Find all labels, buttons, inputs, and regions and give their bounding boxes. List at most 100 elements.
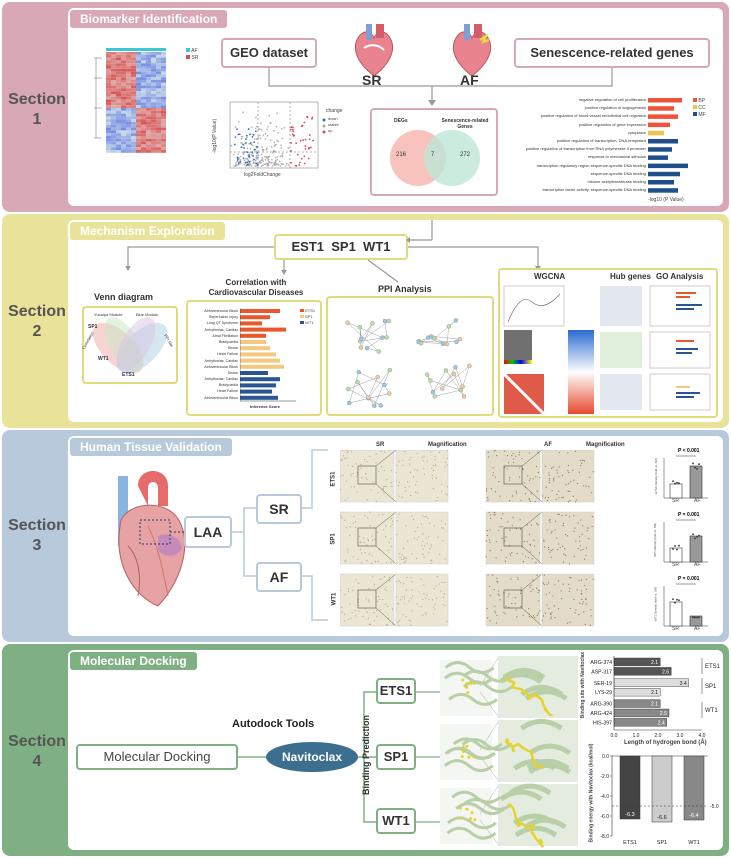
ppi-node <box>375 374 380 380</box>
ihc-stain <box>354 610 356 612</box>
energy-category-label: SP1 <box>657 840 667 846</box>
wgcna-panels <box>502 285 711 416</box>
ihc-stain <box>515 490 517 492</box>
heatmap-cell <box>151 136 156 139</box>
volcano-point-down <box>237 162 240 164</box>
ihc-stain <box>505 605 507 607</box>
ihc-stain <box>444 466 446 468</box>
ihc-stain <box>423 467 425 470</box>
volcano-point <box>281 153 284 155</box>
ihc-stain <box>546 604 548 606</box>
corr-rows: Atrioventricular Block Reperfusion Injur… <box>190 308 238 401</box>
ihc-stain <box>442 527 444 529</box>
volcano-point <box>249 147 252 150</box>
volcano-point-down <box>248 160 251 163</box>
ihc-stain <box>581 598 583 600</box>
ihc-stain <box>430 562 432 565</box>
volcano-point <box>251 133 254 136</box>
heatmap-cell <box>121 63 126 66</box>
ppi-node <box>347 400 352 406</box>
heatmap-cell <box>126 52 131 55</box>
heatmap-cell <box>116 80 121 83</box>
ihc-stain <box>548 472 550 474</box>
heatmap-cell <box>151 96 156 100</box>
volcano-point <box>255 116 257 119</box>
heatmap-cell <box>121 94 126 97</box>
heatmap-cell <box>141 105 146 108</box>
volcano-point <box>254 127 257 130</box>
ihc-stain <box>563 553 565 555</box>
ihc-stain <box>558 466 560 468</box>
hbond-xlabel: Length of hydrogen bond (Å) <box>624 740 707 746</box>
heatmap-cell <box>146 85 151 89</box>
volcano-xlabel: log2FoldChange <box>244 172 281 178</box>
ligand-atom <box>465 807 469 811</box>
ihc-stain <box>354 521 357 523</box>
heatmap-cell <box>116 119 121 122</box>
ihc-stain <box>578 614 580 616</box>
volcano-point <box>243 159 246 162</box>
density-point <box>694 616 696 619</box>
volcano-point <box>273 161 276 164</box>
energy-value-label: -6.4 <box>689 813 698 819</box>
ihc-stain <box>385 561 388 564</box>
volcano-point <box>264 158 267 161</box>
heatmap-cell <box>106 124 111 128</box>
heatmap-cell <box>131 113 136 117</box>
ligand-atom <box>473 818 477 822</box>
ihc-zoom-line <box>375 545 397 565</box>
heatmap-cell <box>141 141 146 145</box>
heatmap-cell <box>136 141 141 145</box>
ihc-stain <box>487 451 489 453</box>
corr-row-label: Bradycardia <box>218 383 238 388</box>
heatmap-cell <box>116 147 121 150</box>
ihc-stain <box>515 455 517 457</box>
volcano-point <box>255 138 258 140</box>
ihc-stain <box>347 588 350 590</box>
heatmap-cell <box>161 82 166 86</box>
ligand-bond <box>531 758 537 767</box>
volcano-point <box>260 153 263 156</box>
ihc-stain <box>446 450 448 452</box>
density-ylabel-2: SP1 Density (fold vs. SR) <box>652 523 657 557</box>
ihc-stain <box>486 534 489 537</box>
ihc-stain <box>366 544 368 546</box>
ihc-stain <box>487 574 489 576</box>
ligand-atom <box>461 745 465 749</box>
heatmap-cell <box>116 105 121 108</box>
ihc-stain <box>402 547 404 550</box>
ihc-stain <box>497 590 499 592</box>
volcano-point-down <box>249 133 251 136</box>
heatmap-cell <box>151 141 156 145</box>
heatmap-cell <box>151 144 156 148</box>
ihc-stain <box>426 450 428 451</box>
ihc-stain <box>390 482 392 484</box>
volcano-point <box>287 147 290 149</box>
ihc-stain <box>587 527 590 529</box>
volcano-point-up <box>304 138 307 141</box>
ihc-stain <box>580 464 582 466</box>
ihc-zoom-box <box>503 527 523 547</box>
volcano-point <box>257 136 260 138</box>
heatmap-cell <box>131 80 136 83</box>
ihc-stain <box>528 533 531 535</box>
volcano-point <box>234 165 237 167</box>
heatmap-cell <box>131 66 136 69</box>
ihc-stain <box>496 454 498 457</box>
ihc-stain <box>523 540 526 543</box>
ihc-stain <box>581 603 583 605</box>
ihc-stain <box>589 624 591 626</box>
ihc-stain <box>410 624 412 626</box>
pval-1: P < 0.001 <box>678 448 700 454</box>
heatmap-cell <box>141 94 146 97</box>
ihc-stain <box>528 479 530 481</box>
ihc-stain <box>344 560 346 562</box>
ihc-stain <box>426 594 428 596</box>
heatmap-cell <box>111 54 116 58</box>
heatmap-cell <box>126 105 131 108</box>
ihc-stain <box>565 533 567 536</box>
ihc-stain <box>511 455 513 457</box>
ihc-stain <box>574 527 576 529</box>
corr-row-label: Arrhythmias, Cardiac <box>204 358 238 363</box>
ppi-edge <box>428 337 444 345</box>
